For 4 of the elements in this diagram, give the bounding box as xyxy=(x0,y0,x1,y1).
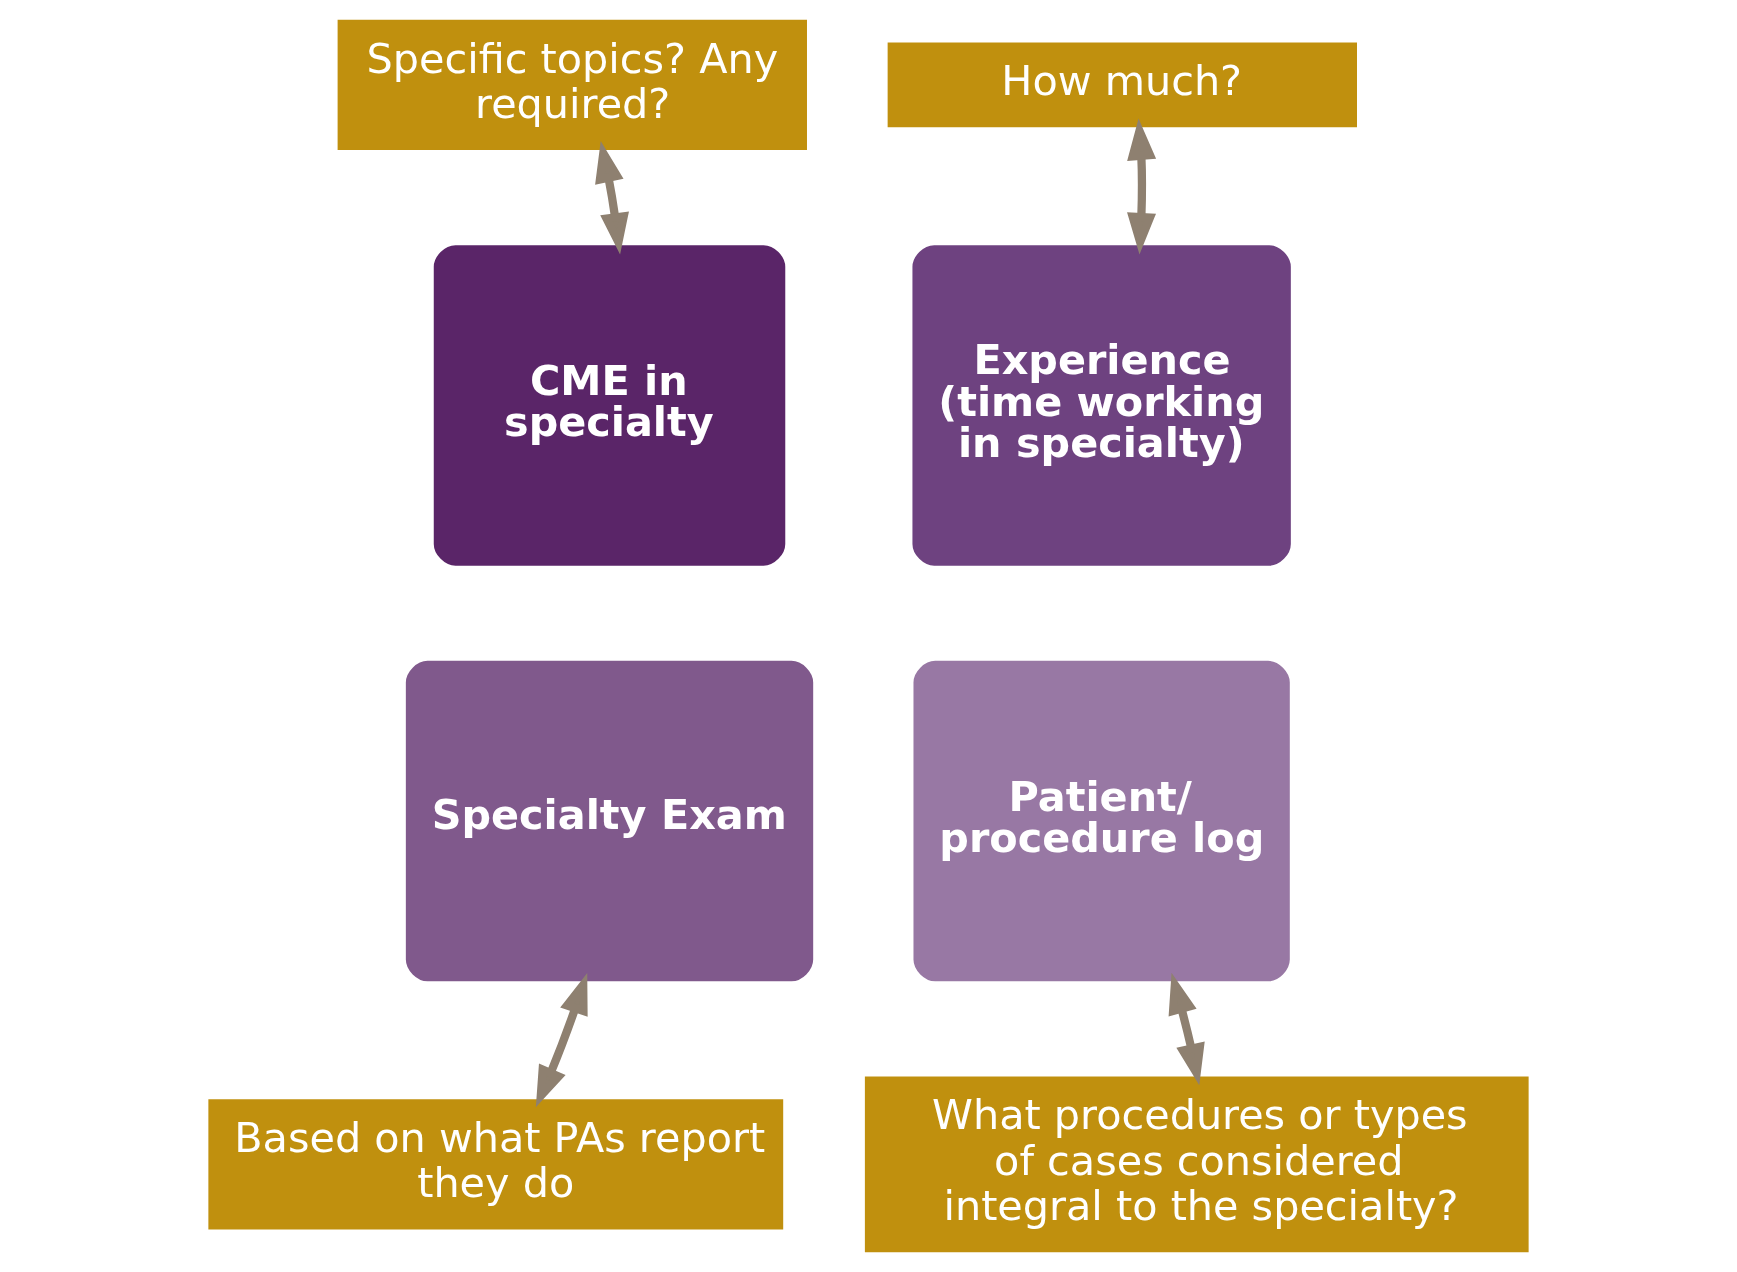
arrow xyxy=(1127,118,1157,255)
arrow xyxy=(595,141,629,255)
arrow xyxy=(535,972,588,1108)
arrow xyxy=(1168,972,1205,1086)
